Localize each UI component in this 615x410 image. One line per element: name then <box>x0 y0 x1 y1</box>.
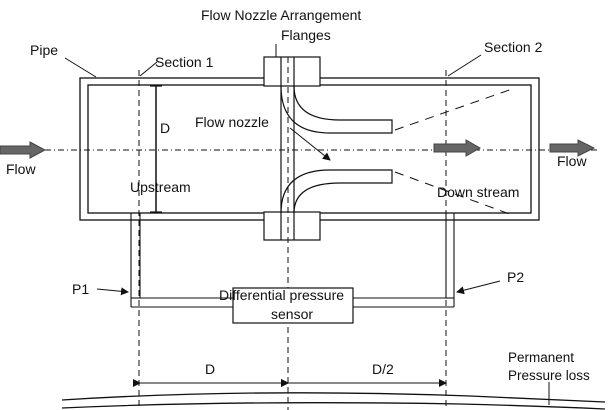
flow-nozzle-label: Flow nozzle <box>195 114 269 130</box>
p2-label: P2 <box>507 269 524 285</box>
bottom-flange <box>263 211 321 241</box>
permanent-loss-label-line1: Permanent <box>508 350 574 365</box>
pipe-label: Pipe <box>30 42 58 58</box>
flow-mid-arrow <box>433 139 482 157</box>
section-2-leader <box>447 54 482 77</box>
flow-nozzle-leader <box>289 127 331 161</box>
pressure-profile-curve-2 <box>61 402 606 410</box>
p2-leader <box>456 280 501 295</box>
top-flange <box>263 56 321 87</box>
sensor-label-line1: Differential pressure <box>219 287 344 303</box>
dimension-d-half-label: D/2 <box>372 361 394 377</box>
flow-in-arrow <box>0 141 47 159</box>
nozzle-profile-bottom <box>280 169 393 214</box>
p1-leader <box>96 287 129 296</box>
pipe-leader <box>64 57 97 78</box>
sensor-label-line2: sensor <box>271 306 313 322</box>
upstream-label: Upstream <box>130 179 191 195</box>
section-1-label: Section 1 <box>155 54 214 70</box>
jet-line-top <box>394 87 516 131</box>
section-2-label: Section 2 <box>484 39 543 55</box>
differential-pressure-sensor <box>232 287 354 324</box>
flow-out-label: Flow <box>557 153 587 169</box>
p1-label: P1 <box>72 281 89 297</box>
section-1-leader <box>139 61 158 77</box>
flow-in-label: Flow <box>6 161 36 177</box>
diameter-label: D <box>160 120 170 136</box>
flow-out-arrow <box>549 139 596 157</box>
permanent-loss-label-line2: Pressure loss <box>508 368 590 383</box>
jet-line-bottom <box>394 171 516 217</box>
pressure-profile-curve-1 <box>61 392 606 403</box>
dimension-d-label: D <box>205 361 215 377</box>
flanges-label: Flanges <box>281 27 331 43</box>
diagram-title: Flow Nozzle Arrangement <box>201 7 361 23</box>
downstream-label: Down stream <box>437 184 519 200</box>
nozzle-profile-top <box>280 85 393 134</box>
